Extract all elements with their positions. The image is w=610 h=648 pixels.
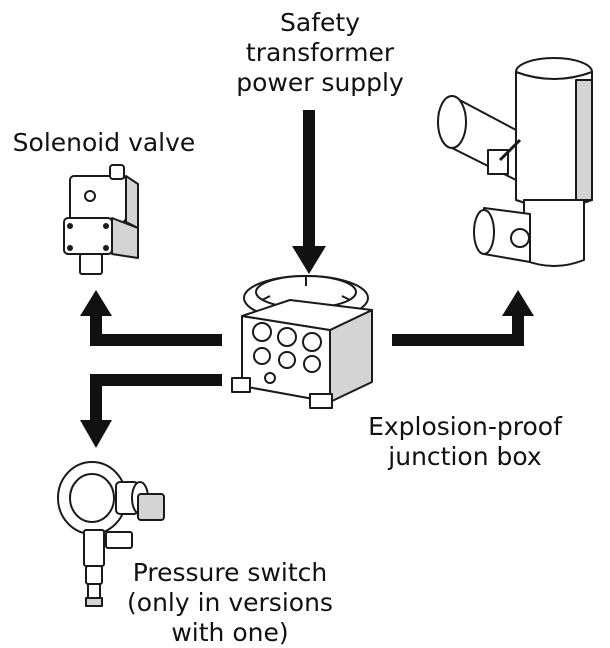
power-supply-label-line-2: transformer (245, 38, 395, 67)
junction-box-label-line-2: junction box (388, 442, 542, 471)
camera-housing-device (437, 57, 593, 267)
solenoid-valve-label: Solenoid valve (4, 128, 204, 158)
pressure-switch-device (57, 461, 165, 607)
pressure-switch-label-line-2: (only in versions (127, 588, 333, 617)
arrow-junction-to-solenoid (80, 290, 222, 346)
power-supply-label-line-1: Safety (280, 8, 360, 37)
power-supply-label-line-3: power supply (236, 68, 404, 97)
solenoid-valve-device (63, 164, 139, 275)
arrow-junction-to-camera (392, 290, 534, 346)
pressure-switch-label: Pressure switch (only in versions with o… (110, 558, 350, 648)
arrow-power-to-junction (292, 110, 326, 274)
solenoid-valve-label-line-1: Solenoid valve (12, 128, 196, 157)
arrow-junction-to-pressure-switch (80, 374, 222, 448)
junction-box-device (231, 275, 373, 409)
power-supply-label: Safety transformer power supply (200, 8, 440, 98)
junction-box-label-line-1: Explosion-proof (368, 412, 562, 441)
pressure-switch-label-line-3: with one) (171, 618, 289, 647)
junction-box-label: Explosion-proof junction box (340, 412, 590, 472)
pressure-switch-label-line-1: Pressure switch (132, 558, 328, 587)
